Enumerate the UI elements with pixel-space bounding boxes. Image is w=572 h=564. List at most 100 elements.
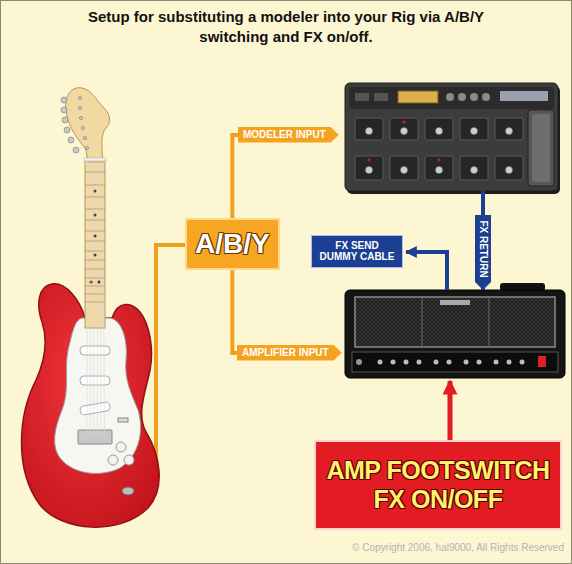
input-tag: MODELER INPUT bbox=[238, 127, 339, 143]
guitar-illustration bbox=[80, 401, 111, 415]
guitar-illustration bbox=[85, 260, 105, 261]
modeler-illustration bbox=[398, 91, 438, 103]
modeler-illustration bbox=[425, 156, 453, 180]
amplifier-illustration bbox=[345, 290, 565, 378]
guitar-illustration bbox=[118, 418, 128, 422]
diagram-title: Setup for substituting a modeler into yo… bbox=[86, 7, 486, 47]
amplifier-illustration bbox=[378, 360, 525, 365]
amplifier-illustration bbox=[477, 360, 482, 365]
guitar-illustration bbox=[78, 106, 81, 109]
tag-outline bbox=[237, 345, 342, 361]
guitar-illustration bbox=[85, 302, 105, 303]
guitar-illustration bbox=[61, 96, 89, 153]
guitar-illustration bbox=[80, 376, 110, 385]
amplifier-illustration bbox=[538, 356, 546, 367]
guitar-illustration bbox=[122, 487, 134, 495]
node-text: AMPLIFIER INPUT bbox=[242, 347, 329, 359]
tag-outline bbox=[238, 127, 339, 143]
modeler-illustration bbox=[390, 156, 418, 180]
modeler-illustration bbox=[532, 114, 550, 182]
modeler-illustration bbox=[366, 128, 373, 135]
modeler-illustration bbox=[436, 167, 443, 174]
amplifier-illustration bbox=[494, 360, 499, 365]
modeler-illustration bbox=[401, 167, 408, 174]
guitar-illustration bbox=[84, 158, 106, 161]
amplifier-illustration bbox=[464, 360, 469, 365]
guitar-illustration bbox=[61, 107, 67, 113]
modeler-illustration bbox=[403, 121, 406, 124]
guitar-illustration bbox=[61, 97, 67, 103]
guitar-illustration bbox=[64, 127, 70, 133]
amplifier-illustration bbox=[489, 297, 490, 347]
amplifier-illustration bbox=[378, 360, 383, 365]
guitar-illustration bbox=[85, 251, 105, 252]
modeler-illustration bbox=[366, 167, 373, 174]
copyright-note: © Copyright 2006, hal9000, All Rights Re… bbox=[352, 542, 564, 553]
modeler-illustration bbox=[506, 167, 513, 174]
modeler-illustration bbox=[368, 159, 371, 162]
modeler-illustration bbox=[436, 128, 443, 135]
modeler-illustration bbox=[355, 118, 383, 140]
modeler-illustration bbox=[345, 83, 558, 191]
modeler-illustration bbox=[495, 156, 523, 180]
signal-cable bbox=[232, 135, 238, 218]
modeler-illustration bbox=[374, 93, 388, 101]
modeler-illustration bbox=[528, 110, 554, 186]
modeler-illustration bbox=[438, 159, 441, 162]
guitar-illustration bbox=[85, 278, 105, 279]
amplifier-illustration bbox=[356, 359, 362, 365]
modeler-illustration bbox=[471, 167, 478, 174]
modeler-illustration bbox=[355, 156, 383, 180]
node-text: MODELER INPUT bbox=[243, 129, 326, 141]
amplifier-illustration bbox=[355, 297, 555, 347]
guitar-illustration bbox=[103, 160, 105, 436]
modeler-illustration bbox=[482, 93, 490, 101]
guitar-illustration bbox=[116, 442, 126, 452]
amplifier-illustration bbox=[520, 360, 525, 365]
modeler-illustration bbox=[366, 128, 513, 174]
guitar-illustration bbox=[94, 160, 95, 436]
guitar-illustration bbox=[87, 160, 88, 436]
amplifier-illustration bbox=[422, 297, 423, 347]
tag-outline bbox=[475, 215, 491, 290]
guitar-illustration bbox=[85, 294, 105, 295]
guitar-illustration bbox=[73, 147, 79, 153]
amplifier-illustration bbox=[404, 360, 409, 365]
node-text: FX RETURN bbox=[477, 220, 489, 277]
input-tag: AMPLIFIER INPUT bbox=[237, 345, 342, 361]
modeler-illustration bbox=[470, 93, 478, 101]
modeler-illustration bbox=[355, 93, 369, 101]
fx-send-arrow bbox=[406, 252, 447, 290]
switch-box: A/B/Y bbox=[185, 218, 280, 270]
guitar-illustration bbox=[83, 136, 86, 139]
modeler-illustration bbox=[500, 91, 548, 101]
guitar-illustration bbox=[78, 430, 112, 444]
guitar-illustration bbox=[62, 117, 68, 123]
node-text: FX SEND DUMMY CABLE bbox=[316, 240, 398, 263]
guitar-illustration bbox=[90, 160, 92, 436]
cable-box: FX SEND DUMMY CABLE bbox=[311, 235, 403, 268]
modeler-illustration bbox=[368, 121, 441, 162]
modeler-illustration bbox=[355, 118, 523, 180]
guitar-illustration bbox=[80, 346, 110, 355]
amplifier-illustration bbox=[447, 360, 452, 365]
modeler-illustration bbox=[401, 128, 408, 135]
amplifier-illustration bbox=[434, 360, 439, 365]
amplifier-illustration bbox=[417, 360, 422, 365]
return-tag: FX RETURN bbox=[475, 215, 491, 290]
modeler-illustration bbox=[446, 93, 454, 101]
modeler-illustration bbox=[471, 128, 478, 135]
modeler-illustration bbox=[425, 118, 453, 140]
guitar-illustration bbox=[85, 269, 105, 270]
modeler-illustration bbox=[460, 118, 488, 140]
guitar-illustration bbox=[124, 455, 134, 465]
guitar-illustration bbox=[85, 286, 105, 287]
amplifier-illustration bbox=[345, 283, 565, 378]
guitar-illustration bbox=[87, 160, 105, 436]
guitar-illustration bbox=[81, 126, 84, 129]
guitar-illustration bbox=[79, 116, 82, 119]
